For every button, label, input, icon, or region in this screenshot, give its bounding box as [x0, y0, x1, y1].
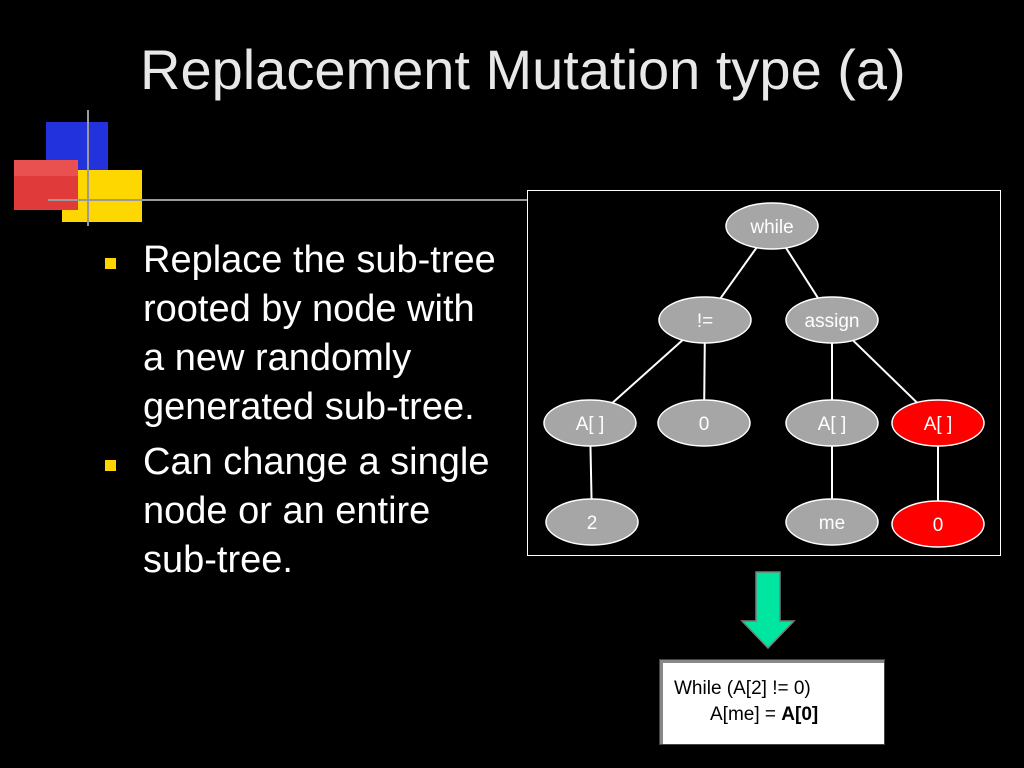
- tree-node-shape: [658, 296, 752, 344]
- tree-node-arr1: A[ ]: [543, 399, 637, 447]
- code-assign-prefix: A[me] =: [710, 704, 782, 725]
- tree-node-label: 0: [933, 515, 944, 536]
- tree-node-label: assign: [805, 311, 860, 332]
- syntax-tree-svg: while != assign A[ ] 0 A[ ] A[ ] 2 me 0: [543, 202, 985, 548]
- tree-node-label: !=: [697, 311, 713, 332]
- tree-edge-assign-arr3: [852, 339, 918, 404]
- tree-node-arr2: A[ ]: [785, 399, 879, 447]
- tree-node-neq: !=: [658, 296, 752, 344]
- tree-node-label: A[ ]: [924, 414, 953, 435]
- tree-edge-while-assign: [785, 247, 819, 299]
- deco-red-highlight: [14, 160, 78, 176]
- tree-node-arr3: A[ ]: [891, 399, 985, 447]
- tree-node-label: 0: [699, 414, 710, 435]
- syntax-tree-diagram: while != assign A[ ] 0 A[ ] A[ ] 2 me 0: [527, 190, 1001, 556]
- tree-node-shape: [785, 296, 879, 344]
- tree-edge-neq-zero1: [703, 342, 706, 401]
- bullet-text: Can change a single node or an entire su…: [143, 441, 490, 581]
- code-line-assign: A[me] = A[0]: [674, 702, 874, 728]
- bullet-list: Replace the sub-tree rooted by node with…: [100, 236, 500, 591]
- decorative-squares-graphic: [14, 110, 240, 226]
- tree-node-shape: [543, 399, 637, 447]
- result-code-box: While (A[2] != 0) A[me] = A[0]: [659, 659, 885, 745]
- tree-node-while: while: [725, 202, 819, 250]
- tree-node-label: 2: [587, 513, 598, 534]
- tree-node-shape: [891, 399, 985, 447]
- tree-node-label: A[ ]: [818, 414, 847, 435]
- tree-node-zero2: 0: [891, 500, 985, 548]
- tree-node-two: 2: [545, 498, 639, 546]
- tree-node-label: while: [749, 217, 793, 238]
- down-arrow-icon: [740, 571, 796, 650]
- bullet-item: Can change a single node or an entire su…: [100, 438, 500, 585]
- tree-node-assign: assign: [785, 296, 879, 344]
- bullet-text: Replace the sub-tree rooted by node with…: [143, 239, 496, 428]
- tree-node-zero1: 0: [657, 399, 751, 447]
- tree-node-shape: [725, 202, 819, 250]
- tree-edge-neq-arr1: [611, 339, 684, 404]
- tree-node-shape: [657, 399, 751, 447]
- tree-node-label: A[ ]: [576, 414, 605, 435]
- slide-title: Replacement Mutation type (a): [140, 38, 906, 101]
- tree-node-shape: [891, 500, 985, 548]
- code-line-while: While (A[2] != 0): [674, 678, 811, 699]
- tree-node-shape: [785, 399, 879, 447]
- bullet-square-icon: [105, 258, 116, 269]
- tree-node-me: me: [785, 498, 879, 546]
- tree-node-shape: [785, 498, 879, 546]
- code-assign-value: A[0]: [781, 704, 819, 725]
- tree-edge-arr1-two: [589, 445, 593, 500]
- tree-edge-while-neq: [719, 247, 758, 299]
- bullet-item: Replace the sub-tree rooted by node with…: [100, 236, 500, 432]
- tree-node-label: me: [819, 513, 845, 534]
- tree-node-shape: [545, 498, 639, 546]
- bullet-square-icon: [105, 460, 116, 471]
